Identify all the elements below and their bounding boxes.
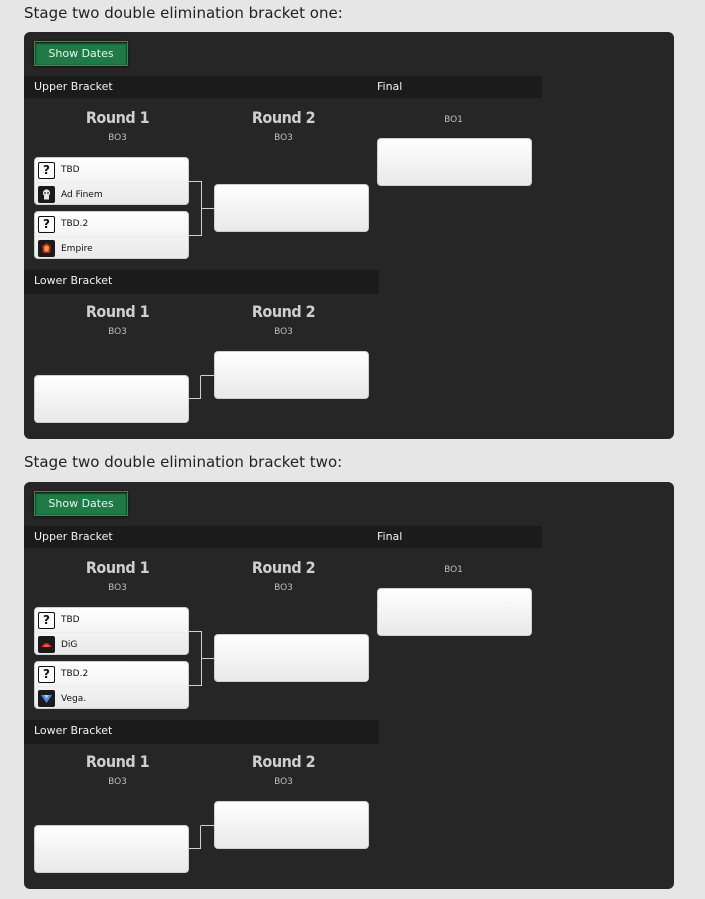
bracket-connector [202,658,214,659]
team-name: DiG [61,639,78,650]
bracket-connector [189,825,201,849]
lower-round2-bo: BO3 [274,327,293,337]
upper-round1-title: Round 1 [85,558,150,577]
lower-round1-title: Round 1 [85,302,150,321]
bracket-heading: Stage two double elimination bracket one… [24,4,343,22]
lower-round2-title: Round 2 [251,302,316,321]
final-match-box[interactable] [377,588,532,636]
upper-round2-bo: BO3 [274,583,293,593]
match-box[interactable] [214,184,369,232]
empire-logo-icon [38,240,55,257]
lower-round1-bo: BO3 [108,327,127,337]
team-name: TBD [61,165,80,175]
upper-bracket-header: Upper Bracket [24,526,367,548]
ad-finem-logo-icon [38,186,55,203]
show-dates-button[interactable]: Show Dates [34,491,128,516]
upper-round2-bo: BO3 [274,133,293,143]
upper-round2-title: Round 2 [251,108,316,127]
team-slot[interactable]: ? TBD.2 [35,212,188,236]
final-match-box[interactable] [377,138,532,186]
upper-round1-bo: BO3 [108,583,127,593]
show-dates-button[interactable]: Show Dates [34,41,128,66]
upper-round1-bo: BO3 [108,133,127,143]
question-icon: ? [38,215,55,233]
upper-bracket-header: Upper Bracket [24,76,367,98]
upper-round1-title: Round 1 [85,108,150,127]
match-box[interactable]: ? TBD Ad Finem [34,157,189,205]
match-box[interactable] [214,634,369,682]
team-slot[interactable]: Vega. [35,686,188,708]
match-box[interactable] [34,825,189,873]
vega-logo-icon [38,690,55,707]
bracket-panel: Show Dates Upper Bracket Final Round 1 B… [24,32,674,439]
bracket-connector [189,631,202,686]
match-box[interactable]: ? TBD.2 Empire [34,211,189,259]
question-icon: ? [38,665,55,683]
team-slot[interactable]: Empire [35,236,188,258]
match-box[interactable]: ? TBD.2 Vega. [34,661,189,709]
bracket-connector [189,181,202,236]
team-name: TBD.2 [61,219,89,229]
bracket-connector [189,375,201,399]
final-bo: BO1 [444,565,463,575]
final-header: Final [367,76,542,98]
team-name: TBD.2 [61,669,89,679]
match-box[interactable] [34,375,189,423]
question-icon: ? [38,611,55,629]
lower-round2-bo: BO3 [274,777,293,787]
team-slot[interactable]: ? TBD [35,158,188,182]
team-name: TBD [61,615,80,625]
team-slot[interactable]: ? TBD [35,608,188,632]
match-box[interactable] [214,801,369,849]
lower-round1-bo: BO3 [108,777,127,787]
team-name: Vega. [61,693,87,704]
lower-bracket-header: Lower Bracket [24,270,379,294]
team-slot[interactable]: DiG [35,632,188,654]
bracket-connector [202,208,214,209]
bracket-panel: Show Dates Upper Bracket Final Round 1 B… [24,482,674,889]
bracket-heading: Stage two double elimination bracket two… [24,453,343,471]
upper-round2-title: Round 2 [251,558,316,577]
final-bo: BO1 [444,115,463,125]
team-slot[interactable]: ? TBD.2 [35,662,188,686]
team-name: Ad Finem [61,189,103,200]
match-box[interactable] [214,351,369,399]
bracket-connector [201,375,214,376]
lower-round2-title: Round 2 [251,752,316,771]
team-name: Empire [61,243,93,254]
bracket-connector [201,825,214,826]
lower-round1-title: Round 1 [85,752,150,771]
match-box[interactable]: ? TBD DiG [34,607,189,655]
dig-logo-icon [38,636,55,653]
team-slot[interactable]: Ad Finem [35,182,188,204]
final-header: Final [367,526,542,548]
question-icon: ? [38,161,55,179]
lower-bracket-header: Lower Bracket [24,720,379,744]
